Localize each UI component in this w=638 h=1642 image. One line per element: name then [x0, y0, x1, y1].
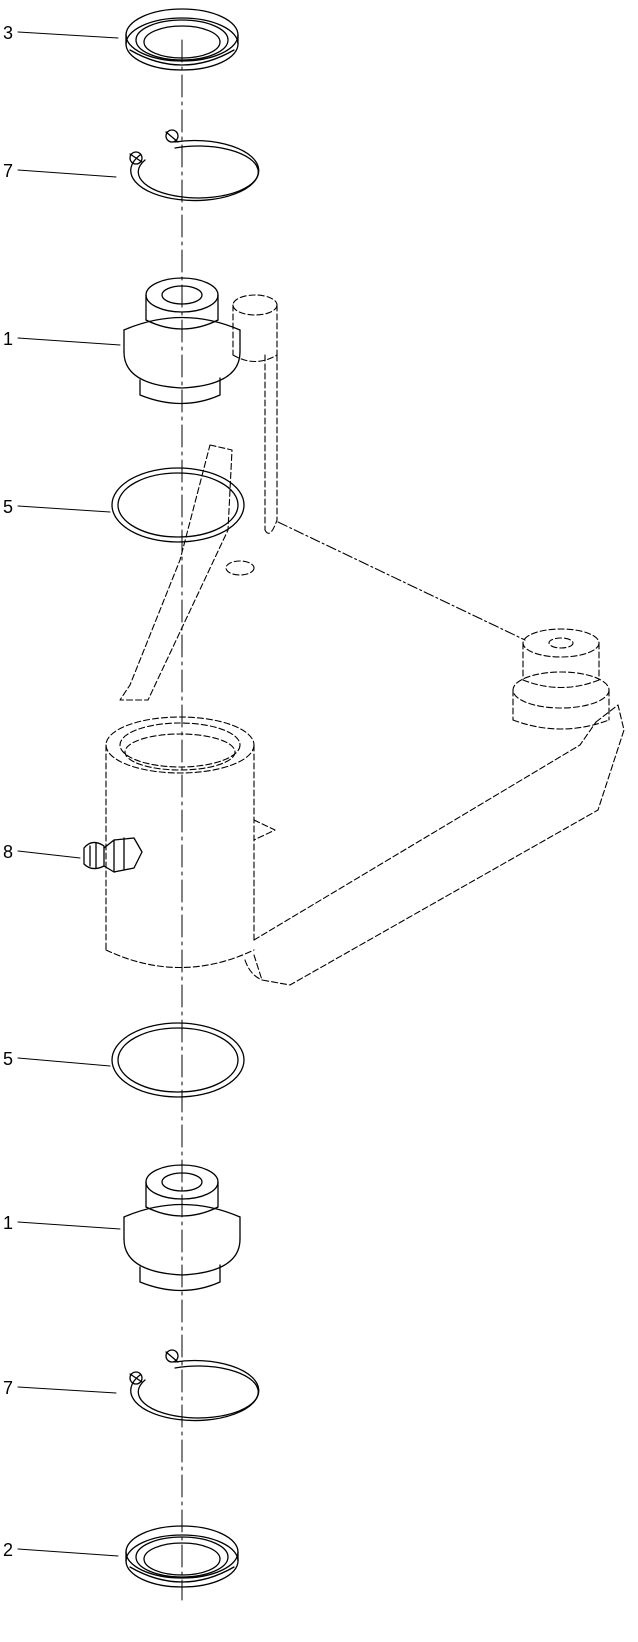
part-2-seal: [125, 1525, 239, 1588]
callout-2: 2: [3, 1540, 13, 1560]
callout-labels: 3 7 1 5 8 5 1 7 2: [3, 23, 13, 1560]
part-8-grease-fitting: [83, 837, 143, 873]
part-1-flanged-bushing: [123, 277, 241, 405]
leader-2: [17, 1548, 119, 1557]
leader-1-top: [17, 337, 121, 346]
part-5-o-ring-lower: [111, 1022, 245, 1098]
callout-5-bottom: 5: [3, 1049, 13, 1069]
leader-7-bottom: [17, 1386, 117, 1394]
callout-7-bottom: 7: [3, 1378, 13, 1398]
leader-3: [17, 31, 119, 39]
callout-5-top: 5: [3, 497, 13, 517]
callout-8: 8: [3, 842, 13, 862]
phantom-caster-arm: [105, 294, 625, 986]
part-3-seal: [125, 8, 239, 71]
leader-1-bottom: [17, 1221, 121, 1230]
callout-1-bottom: 1: [3, 1213, 13, 1233]
leader-5-bottom: [17, 1057, 111, 1067]
callout-3: 3: [3, 23, 13, 43]
leader-7-top: [17, 169, 117, 178]
leader-lines: [17, 31, 121, 1557]
callout-1-top: 1: [3, 329, 13, 349]
part-1-flanged-bushing-lower: [123, 1164, 241, 1292]
part-5-o-ring: [111, 467, 245, 543]
leader-5-top: [17, 505, 111, 513]
part-7-retaining-ring-lower: [129, 1349, 260, 1422]
part-7-retaining-ring: [129, 129, 260, 202]
leader-8: [17, 850, 81, 859]
callout-7-top: 7: [3, 161, 13, 181]
